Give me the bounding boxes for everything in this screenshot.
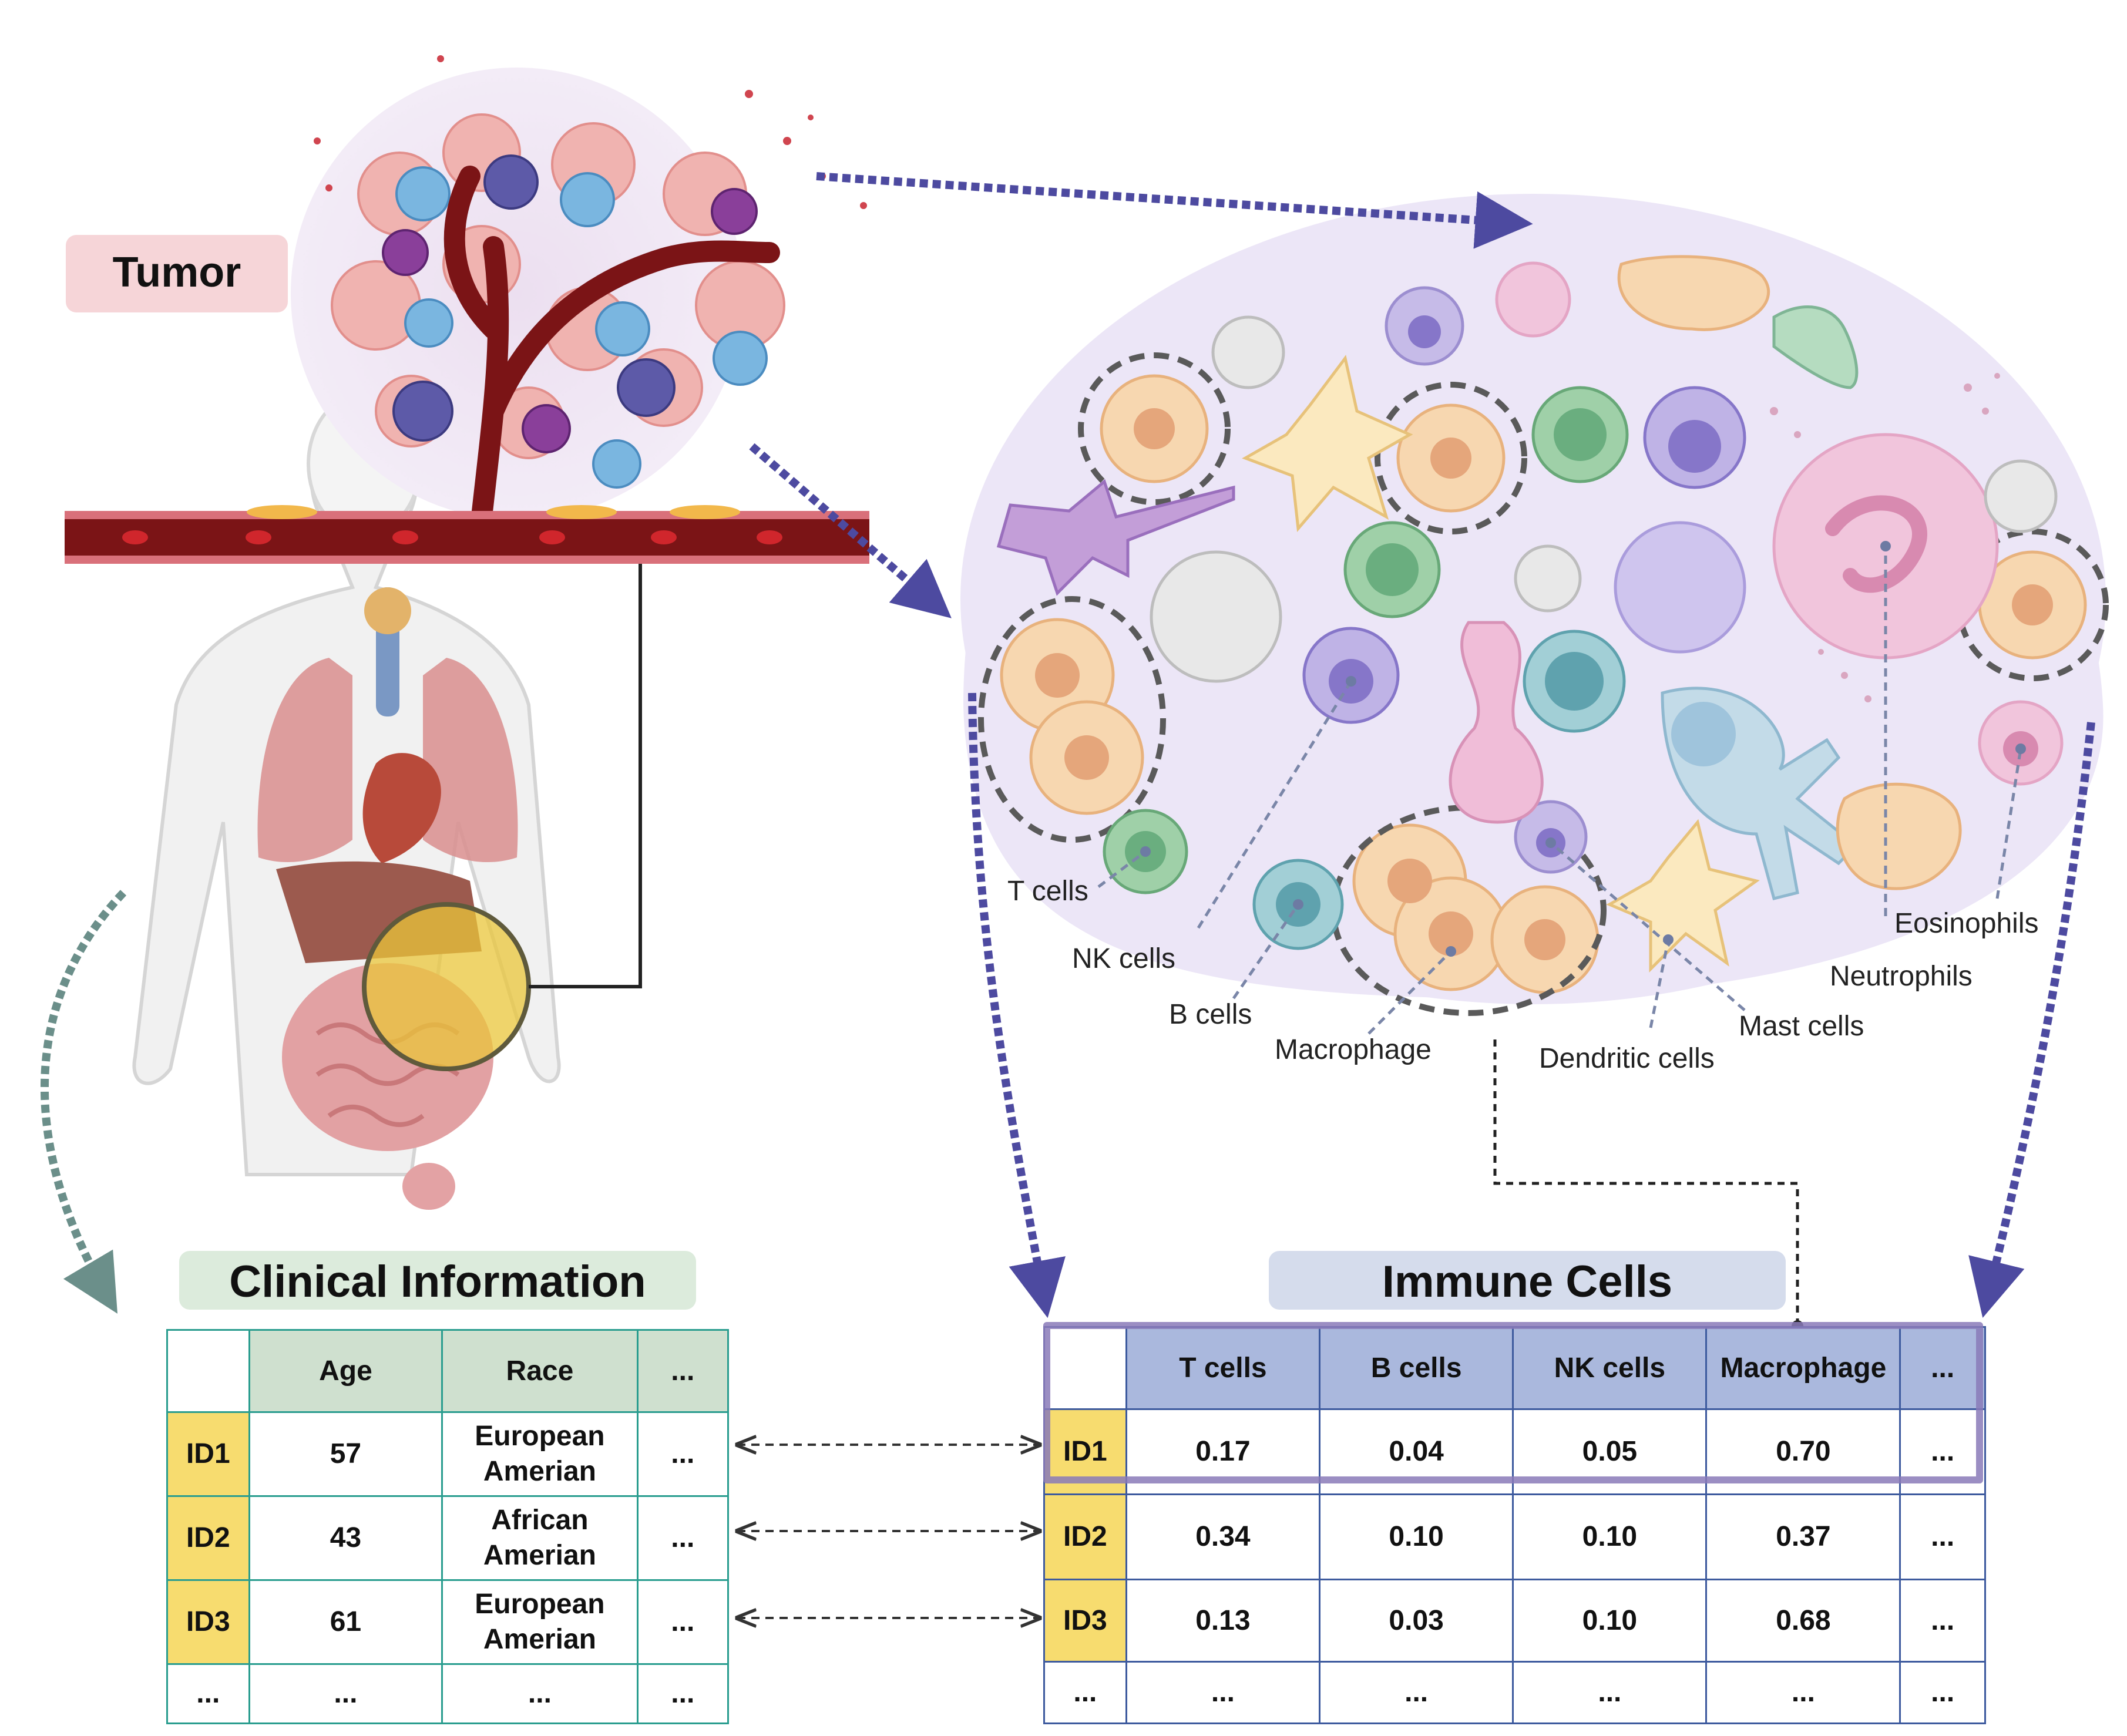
value-cell: 0.37 [1705,1493,1901,1580]
value-cell: 0.70 [1705,1408,1901,1495]
tumor-label-bg [66,235,288,312]
value-cell: ... [1319,1661,1514,1724]
more-cell: ... [636,1411,730,1497]
header-more: ... [636,1329,730,1413]
value-cell: 0.10 [1512,1579,1708,1663]
age-cell: 43 [248,1495,443,1581]
tumor-label: Tumor [113,249,241,296]
header-macrophage: Macrophage [1705,1326,1901,1410]
header-cell [1043,1326,1127,1410]
immune-title-bg [1269,1251,1786,1310]
header-nk-cells: NK cells [1512,1326,1708,1410]
value-cell: ... [1899,1579,1986,1663]
label-dendritic-cells: Dendritic cells [1539,1043,1715,1074]
clinical-title-bg [179,1251,696,1310]
immune-table: T cells B cells NK cells Macrophage ... … [1043,1326,1986,1724]
race-line: European [475,1589,605,1620]
row-id: ... [1043,1661,1127,1724]
age-cell: 57 [248,1411,443,1497]
value-cell: 0.17 [1125,1408,1321,1495]
row-id: ID1 [166,1411,250,1497]
label-b-cells: B cells [1169,999,1252,1030]
human-body-illustration [132,392,642,1210]
label-macrophage: Macrophage [1275,1034,1432,1065]
value-cell: 0.68 [1705,1579,1901,1663]
age-cell: ... [248,1663,443,1724]
table-row: ID3 0.13 0.03 0.10 0.68 ... [1043,1579,1986,1663]
immune-microenvironment [799,176,2109,1016]
label-t-cells: T cells [1007,876,1088,907]
header-race: Race [441,1329,639,1413]
label-neutrophils: Neutrophils [1830,961,1973,992]
table-row: ... ... ... ... [166,1663,730,1724]
tumor-illustration [65,55,869,564]
race-line: African [491,1505,589,1536]
row-id: ID2 [1043,1493,1127,1580]
value-cell: 0.34 [1125,1493,1321,1580]
row-id: ID1 [1043,1408,1127,1495]
header-cell [166,1329,250,1413]
header-t-cells: T cells [1125,1326,1321,1410]
immune-title: Immune Cells [1382,1257,1672,1307]
race-line: Amerian [483,1456,596,1487]
row-id: ID3 [166,1579,250,1665]
more-cell: ... [636,1495,730,1581]
row-id: ID2 [166,1495,250,1581]
value-cell: 0.03 [1319,1579,1514,1663]
value-cell: 0.13 [1125,1579,1321,1663]
value-cell: ... [1899,1493,1986,1580]
more-cell: ... [636,1579,730,1665]
age-cell: 61 [248,1579,443,1665]
label-nk-cells: NK cells [1072,943,1176,974]
race-cell: ... [441,1663,639,1724]
clinical-header-row: Age Race ... [166,1329,730,1413]
label-mast-cells: Mast cells [1739,1011,1864,1042]
table-row: ... ... ... ... ... ... [1043,1661,1986,1724]
value-cell: ... [1899,1661,1986,1724]
race-line: Amerian [483,1540,596,1571]
row-id: ... [166,1663,250,1724]
race-line: European [475,1421,605,1452]
value-cell: 0.04 [1319,1408,1514,1495]
header-age: Age [248,1329,443,1413]
row-link-arrows [737,1445,1040,1618]
more-cell: ... [636,1663,730,1724]
cell-label-dots [1140,541,2026,957]
race-line: Amerian [483,1624,596,1655]
value-cell: ... [1512,1661,1708,1724]
zoom-arrows [41,172,2095,1318]
row-id: ID3 [1043,1579,1127,1663]
macrophage-connector [1493,1039,1799,1324]
table-row: ID2 0.34 0.10 0.10 0.37 ... [1043,1493,1986,1580]
table-row: ID1 0.17 0.04 0.05 0.70 ... [1043,1408,1986,1495]
header-b-cells: B cells [1319,1326,1514,1410]
value-cell: ... [1899,1408,1986,1495]
value-cell: ... [1705,1661,1901,1724]
cell-label-leaders [1097,546,2022,1035]
value-cell: 0.05 [1512,1408,1708,1495]
value-cell: 0.10 [1512,1493,1708,1580]
header-more: ... [1899,1326,1986,1410]
value-cell: 0.10 [1319,1493,1514,1580]
immune-header-row: T cells B cells NK cells Macrophage ... [1043,1326,1986,1410]
value-cell: ... [1125,1661,1321,1724]
clinical-title: Clinical Information [229,1257,646,1307]
label-eosinophils: Eosinophils [1894,908,2039,939]
